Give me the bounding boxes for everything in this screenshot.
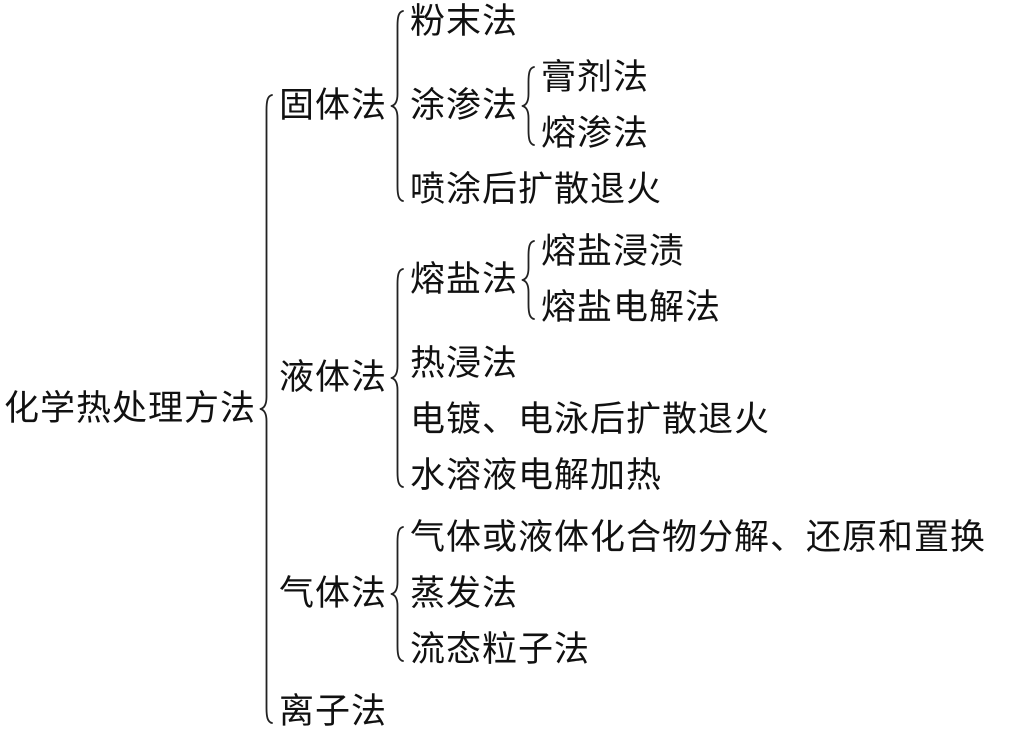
branch-liquid-method-label: 液体法 — [279, 357, 388, 397]
node-molten-salt-electrolysis: 熔盐电解法 — [541, 288, 721, 328]
node-solid-method: 固体法 粉末法 涂渗法 膏剂法 — [279, 2, 662, 210]
leaf-molten-salt-immersion-label: 熔盐浸渍 — [541, 231, 686, 271]
brace-liquid-method — [389, 232, 405, 496]
node-root: 化学热处理方法 固体法 粉末法 涂渗法 — [0, 2, 986, 732]
leaf-powder-method-label: 粉末法 — [410, 1, 519, 41]
node-paste-method: 膏剂法 — [541, 58, 649, 98]
leaf-paste-method-label: 膏剂法 — [541, 57, 650, 97]
node-molten-salt-immersion: 熔盐浸渍 — [541, 232, 685, 272]
node-ion-method: 离子法 — [279, 692, 387, 732]
node-gas-method: 气体法 气体或液体化合物分解、还原和置换 蒸发法 流态粒子法 — [279, 518, 986, 670]
node-molten-salt-method: 熔盐法 熔盐浸渍 熔盐电解法 — [410, 232, 721, 328]
leaf-fluidized-particle-method-label: 流态粒子法 — [410, 629, 591, 669]
node-melt-infiltration-method: 熔渗法 — [541, 114, 649, 154]
leaf-compound-decomposition-label: 气体或液体化合物分解、还原和置换 — [410, 517, 987, 557]
node-electroplating-diffusion-annealing: 电镀、电泳后扩散退火 — [410, 400, 770, 440]
branch-gas-method-label: 气体法 — [279, 573, 388, 613]
children-solid-method: 粉末法 涂渗法 膏剂法 熔渗法 — [410, 2, 662, 210]
leaf-hot-dip-method-label: 热浸法 — [410, 343, 519, 383]
leaf-melt-infiltration-method-label: 熔渗法 — [541, 113, 650, 153]
node-evaporation-method: 蒸发法 — [410, 574, 518, 614]
branch-coating-infiltration-label: 涂渗法 — [410, 85, 519, 125]
leaf-aqueous-electrolytic-heating-label: 水溶液电解加热 — [410, 455, 663, 495]
children-coating-infiltration: 膏剂法 熔渗法 — [541, 58, 649, 154]
brace-root — [258, 2, 274, 732]
leaf-ion-method-label: 离子法 — [279, 691, 388, 731]
node-coating-infiltration-method: 涂渗法 膏剂法 熔渗法 — [410, 58, 649, 154]
brace-gas-method — [389, 518, 405, 670]
children-root: 固体法 粉末法 涂渗法 膏剂法 — [279, 2, 986, 732]
leaf-spray-diffusion-annealing-label: 喷涂后扩散退火 — [410, 169, 663, 209]
leaf-electroplating-diffusion-annealing-label: 电镀、电泳后扩散退火 — [410, 399, 771, 439]
node-hot-dip-method: 热浸法 — [410, 344, 518, 384]
brace-solid-method — [389, 2, 405, 210]
node-powder-method: 粉末法 — [410, 2, 518, 42]
node-compound-decomposition: 气体或液体化合物分解、还原和置换 — [410, 518, 986, 558]
node-liquid-method: 液体法 熔盐法 熔盐浸渍 — [279, 232, 770, 496]
node-fluidized-particle-method: 流态粒子法 — [410, 630, 590, 670]
children-molten-salt: 熔盐浸渍 熔盐电解法 — [541, 232, 721, 328]
children-liquid-method: 熔盐法 熔盐浸渍 熔盐电解法 — [410, 232, 770, 496]
leaf-evaporation-method-label: 蒸发法 — [410, 573, 519, 613]
leaf-molten-salt-electrolysis-label: 熔盐电解法 — [541, 287, 722, 327]
node-aqueous-electrolytic-heating: 水溶液电解加热 — [410, 456, 662, 496]
children-gas-method: 气体或液体化合物分解、还原和置换 蒸发法 流态粒子法 — [410, 518, 986, 670]
branch-solid-method-label: 固体法 — [279, 85, 388, 125]
brace-coating-infiltration — [520, 58, 536, 154]
root-label: 化学热处理方法 — [4, 388, 257, 428]
branch-molten-salt-method-label: 熔盐法 — [410, 259, 519, 299]
node-spray-diffusion-annealing: 喷涂后扩散退火 — [410, 170, 662, 210]
brace-molten-salt — [520, 232, 536, 328]
